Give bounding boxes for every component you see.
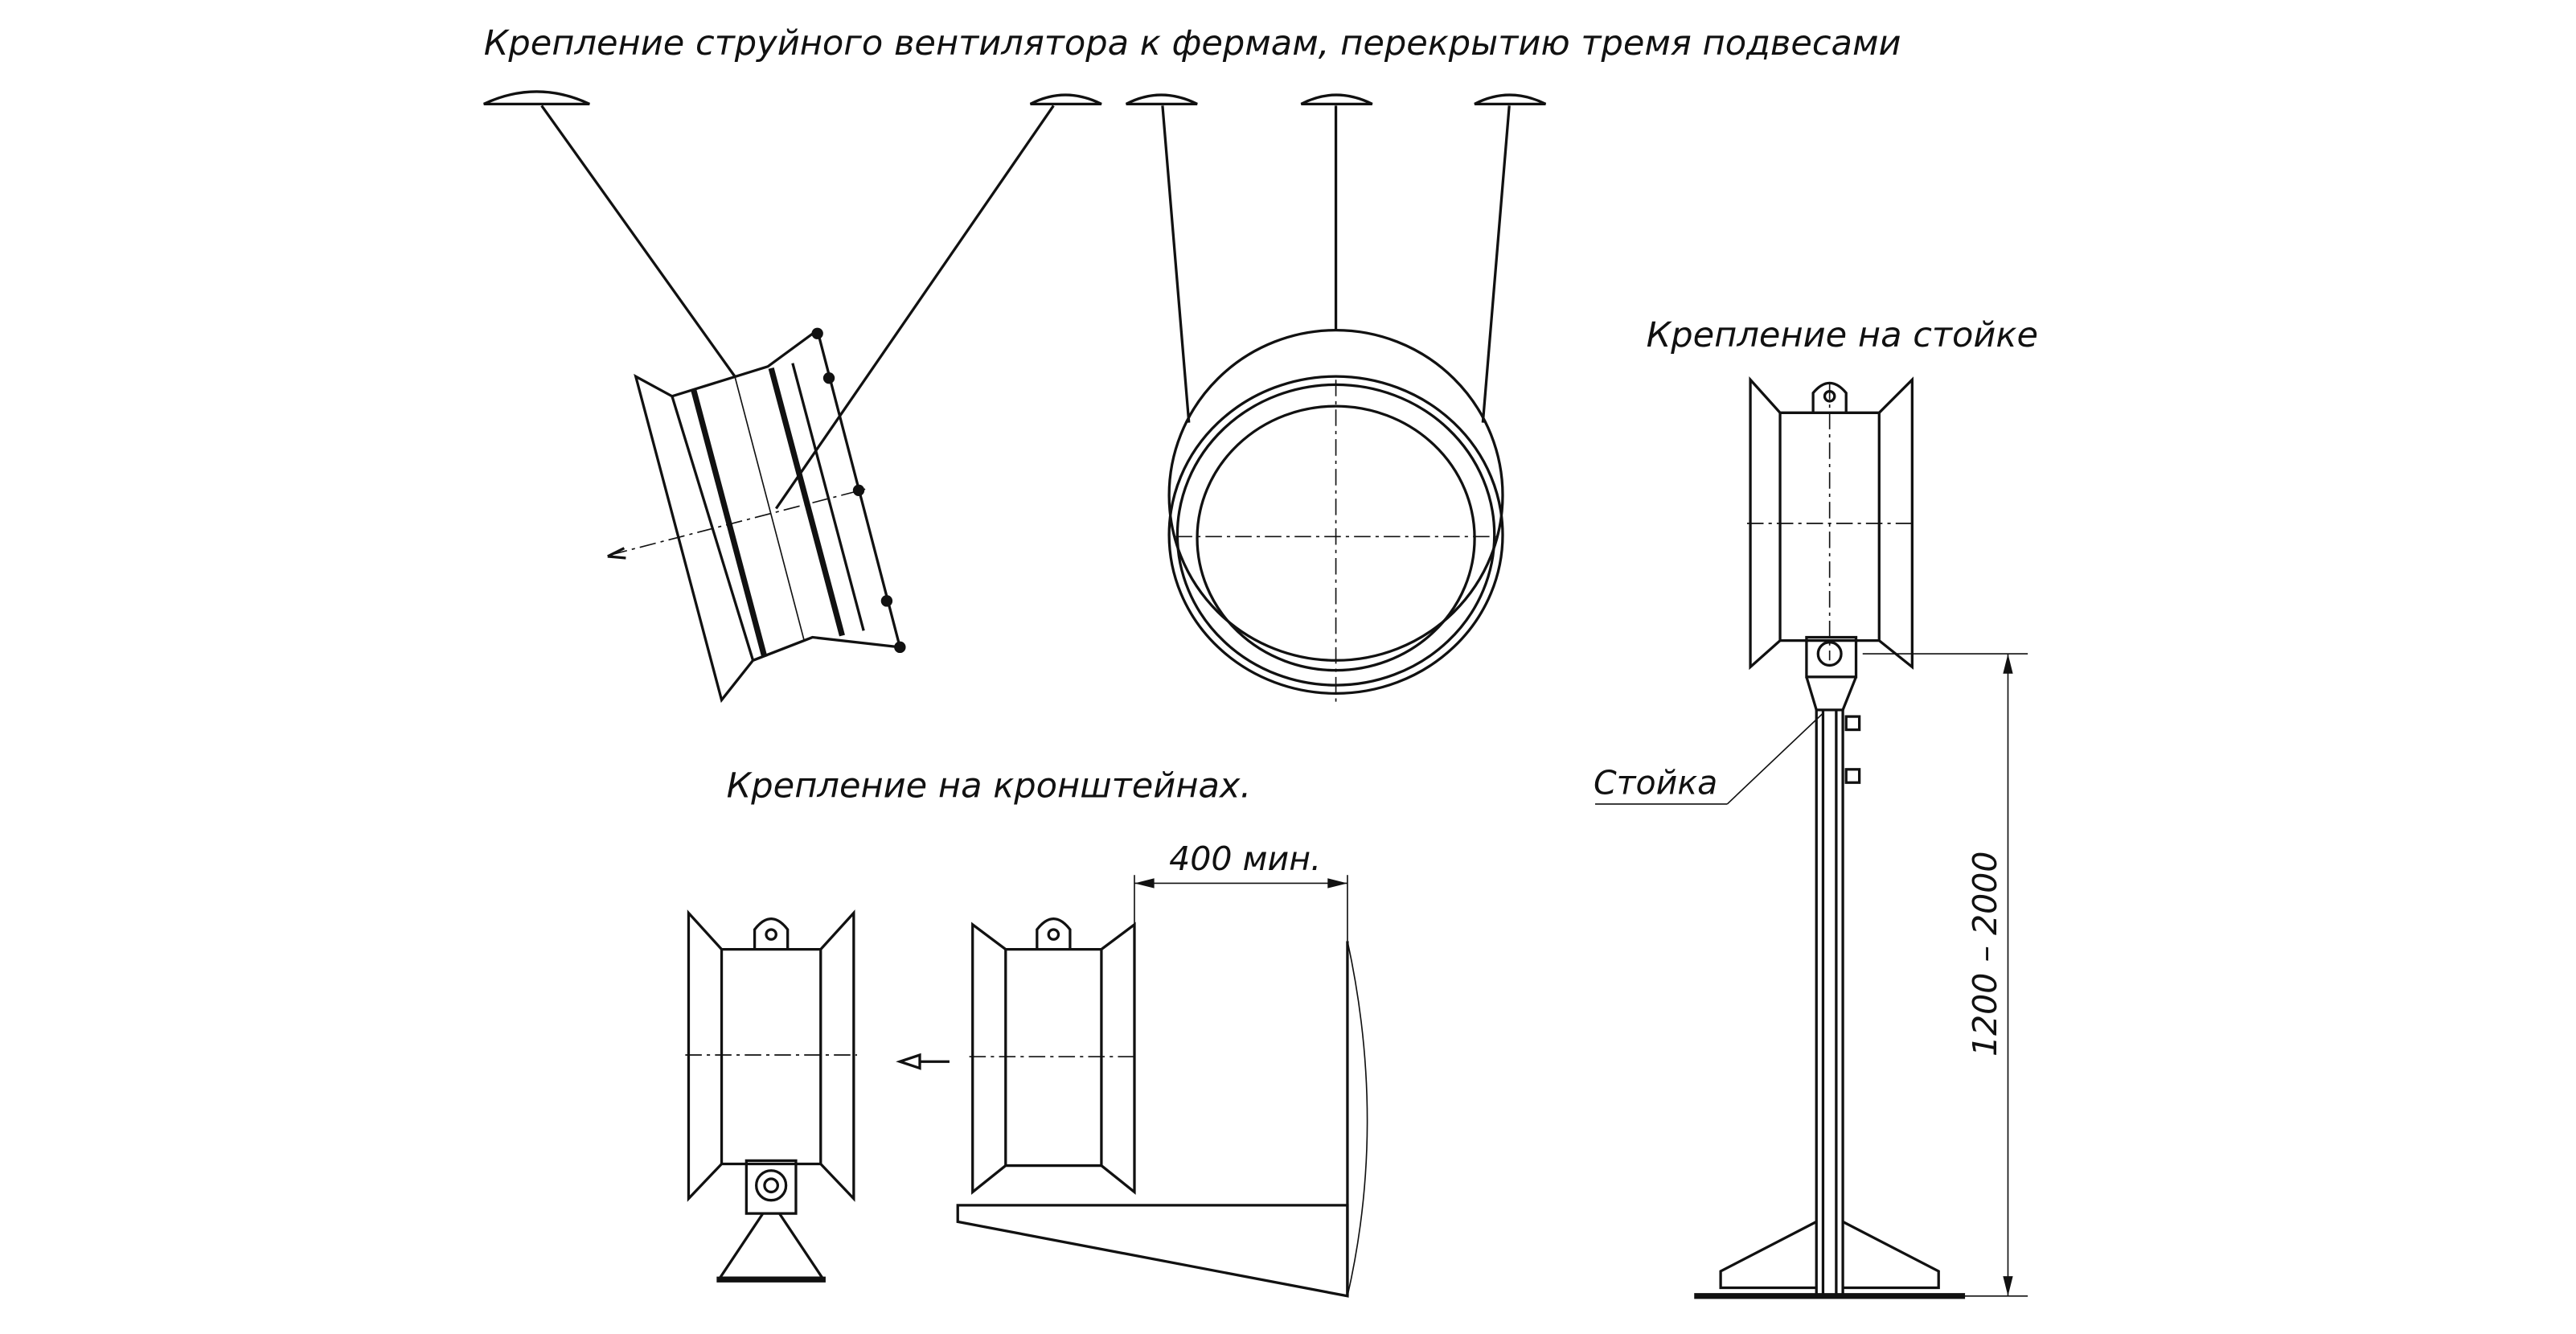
stand-mount-label: Крепление на стойке [1647,315,2038,355]
suspended-fan-side-view [483,90,1102,704]
suspended-fan-front-view [1125,93,1547,702]
height-range-dimension: 1200 – 2000 [1966,851,2004,1057]
drawing-title: Крепление струйного вентилятора к фермам… [484,23,1901,64]
bracket-mount-front [685,909,857,1283]
bracket-mount-side [896,875,1368,1298]
stand-label: Стойка [1594,764,1717,802]
bracket-mount-label: Крепление на кронштейнах. [727,766,1251,807]
min-distance-dimension: 400 мин. [1169,839,1321,878]
stand-mount-drawing [1595,376,2028,1299]
